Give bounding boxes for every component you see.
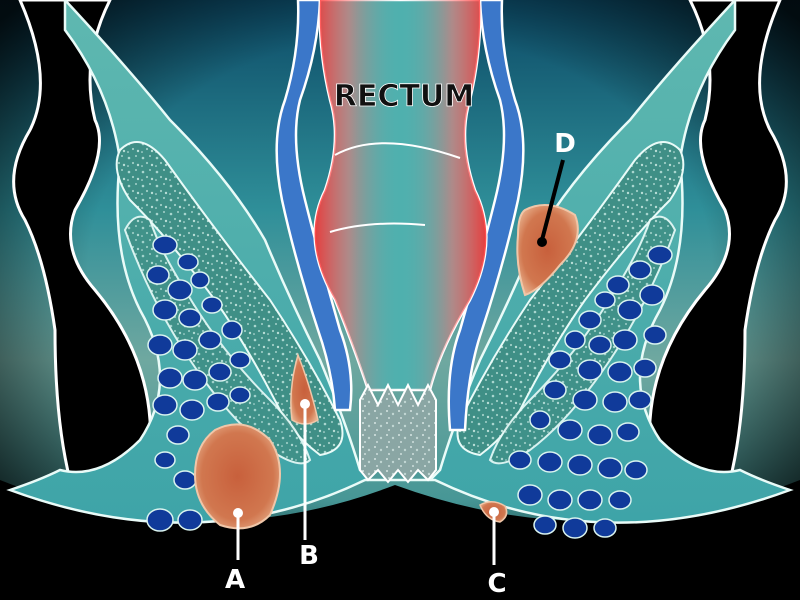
label-a: A (225, 565, 245, 595)
right-fat-lobule (577, 489, 603, 511)
left-fat-lobule (198, 330, 222, 350)
right-levator-muscle (456, 141, 685, 457)
right-fat-lobule (508, 450, 532, 470)
right-fat-lobule (537, 451, 563, 473)
bottom-shadow (0, 480, 800, 600)
rectal-wall-left (275, 0, 353, 412)
pointer-dot-c (489, 507, 499, 517)
right-fat-lobule (578, 310, 602, 330)
left-fat-lobule (152, 235, 178, 255)
left-ischioanal-fat (146, 235, 251, 532)
right-fat-lobule (616, 422, 640, 442)
right-fat-lobule (606, 275, 630, 295)
right-fat-lobule (612, 329, 638, 351)
left-fat-lobule (208, 362, 232, 382)
rectal-fold-upper (334, 142, 461, 159)
right-fat-lobule (543, 380, 567, 400)
left-fat-lobule (173, 470, 197, 490)
right-fat-lobule (562, 517, 588, 539)
right-fat-lobule (533, 515, 557, 535)
rectal-fold-lower (329, 222, 426, 233)
left-fat-lobule (146, 508, 174, 532)
left-fat-lobule (177, 509, 203, 531)
right-fat-lobule (639, 284, 665, 306)
right-fat-lobule (643, 325, 667, 345)
right-fat-lobule (587, 424, 613, 446)
right-fat-lobule (633, 358, 657, 378)
right-fat-lobule (588, 335, 612, 355)
anal-canal (359, 382, 437, 484)
right-fat-lobule (602, 391, 628, 413)
pointer-line-d (540, 159, 565, 241)
right-fat-lobule (529, 410, 551, 430)
right-fat-lobule (572, 389, 598, 411)
right-fat-lobule (608, 490, 632, 510)
left-fat-lobule (167, 279, 193, 301)
right-ischioanal-fat (508, 245, 673, 539)
left-fat-lobule (178, 308, 202, 328)
left-fat-lobule (152, 299, 178, 321)
label-c: C (487, 569, 506, 599)
left-fat-lobule (154, 451, 176, 469)
left-fat-lobule (177, 253, 199, 271)
left-fat-lobule (229, 351, 251, 369)
pointer-dot-b (300, 399, 310, 409)
right-fat-lobule (624, 460, 648, 480)
left-fat-lobule (152, 394, 178, 416)
right-fat-lobule (517, 484, 543, 506)
left-fat-lobule (157, 367, 183, 389)
right-fat-lobule (597, 457, 623, 479)
right-fat-lobule (548, 350, 572, 370)
right-fat-lobule (547, 489, 573, 511)
pointer-dot-a (233, 508, 243, 518)
abscess-d-supralevator (516, 204, 579, 297)
right-fat-lobule (628, 390, 652, 410)
right-fat-lobule (594, 291, 616, 309)
left-fat-lobule (190, 271, 210, 289)
left-fat-lobule (201, 296, 223, 314)
right-fat-lobule (617, 299, 643, 321)
right-fat-lobule (557, 419, 583, 441)
left-fat-lobule (229, 386, 251, 404)
abscess-a-ischioanal (193, 423, 281, 530)
rectal-wall-right (447, 0, 525, 432)
right-fat-lobule (567, 454, 593, 476)
left-fat-lobule (172, 339, 198, 361)
right-fat-lobule (607, 361, 633, 383)
rectum-label: RECTUM (334, 79, 474, 114)
rectum-inflammation-glow (314, 0, 487, 390)
right-fat-lobule (628, 260, 652, 280)
left-fat-lobule (179, 399, 205, 421)
pointer-dot-d (537, 237, 547, 247)
left-fat-lobule (206, 392, 230, 412)
right-fat-lobule (593, 518, 617, 538)
right-fat-lobule (647, 245, 673, 265)
right-fat-lobule (564, 330, 586, 350)
right-fat-lobule (577, 359, 603, 381)
label-b: B (299, 541, 319, 571)
left-fat-lobule (146, 265, 170, 285)
label-d: D (554, 129, 576, 159)
left-fat-lobule (221, 320, 243, 340)
left-fat-lobule (182, 369, 208, 391)
left-fat-lobule (147, 334, 173, 356)
left-fat-lobule (166, 425, 190, 445)
